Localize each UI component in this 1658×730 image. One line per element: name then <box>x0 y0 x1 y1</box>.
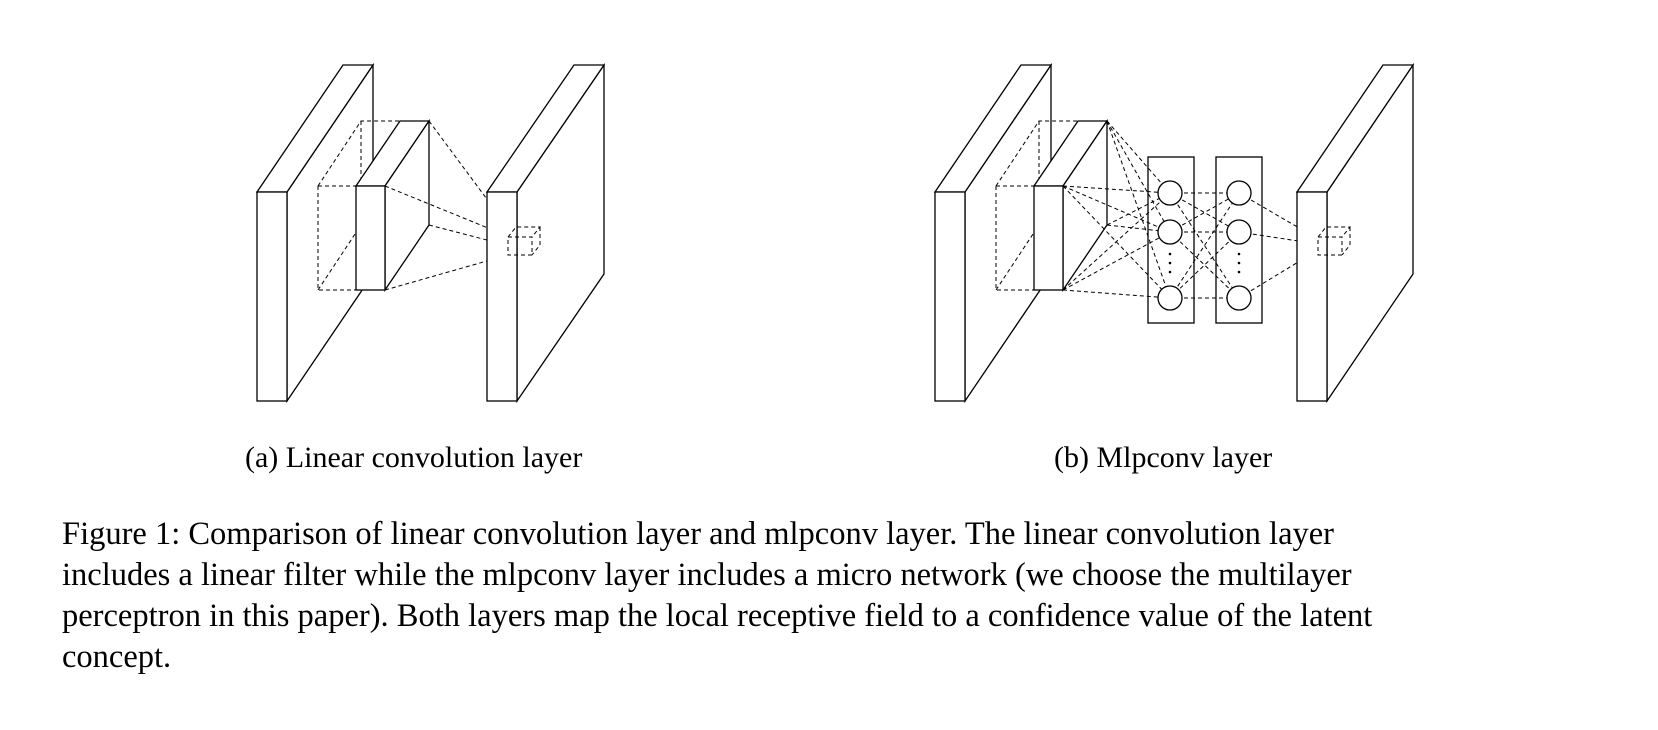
layer1-to-layer2-connections <box>1169 192 1240 299</box>
ellipsis-dot <box>1168 270 1172 274</box>
ellipsis-dot <box>1237 261 1241 265</box>
ellipsis-dot <box>1237 270 1241 274</box>
ellipsis-dot <box>1168 261 1172 265</box>
mlp-layer1-neurons <box>1157 180 1183 311</box>
neuron <box>1157 285 1183 311</box>
neuron <box>1226 219 1252 245</box>
figure-diagram <box>255 62 1415 404</box>
mlp-layer2-neurons <box>1226 180 1252 311</box>
caption-line: concept. <box>62 639 172 675</box>
linear-convolution-diagram <box>255 62 606 404</box>
neuron <box>1226 180 1252 206</box>
input-to-layer1-connections <box>1062 120 1171 299</box>
mlp-hidden-layer-2 <box>1215 156 1263 324</box>
caption-line: perceptron in this paper). Both layers m… <box>62 598 1373 634</box>
input-patch <box>1032 118 1109 293</box>
output-feature-map-b <box>1295 62 1415 404</box>
ellipsis-dot <box>1168 252 1172 256</box>
subcaption-mlpconv: (b) Mlpconv layer <box>1054 441 1273 474</box>
neuron <box>1157 180 1183 206</box>
caption-line: includes a linear filter while the mlpco… <box>62 557 1352 593</box>
caption-line: Figure 1: Comparison of linear convoluti… <box>62 516 1334 552</box>
output-feature-map <box>485 62 606 404</box>
input-feature-map <box>255 62 375 404</box>
subcaption-linear-convolution: (a) Linear convolution layer <box>245 441 583 474</box>
output-unit <box>507 226 542 256</box>
output-unit-b <box>1317 226 1352 256</box>
ellipsis-dot <box>1237 252 1241 256</box>
mlpconv-diagram <box>933 62 1415 404</box>
neuron <box>1226 285 1252 311</box>
input-feature-map-b <box>933 62 1053 404</box>
figure-caption: Figure 1: Comparison of linear convoluti… <box>62 514 1622 678</box>
mlp-hidden-layer-1 <box>1147 156 1195 324</box>
neuron <box>1157 219 1183 245</box>
